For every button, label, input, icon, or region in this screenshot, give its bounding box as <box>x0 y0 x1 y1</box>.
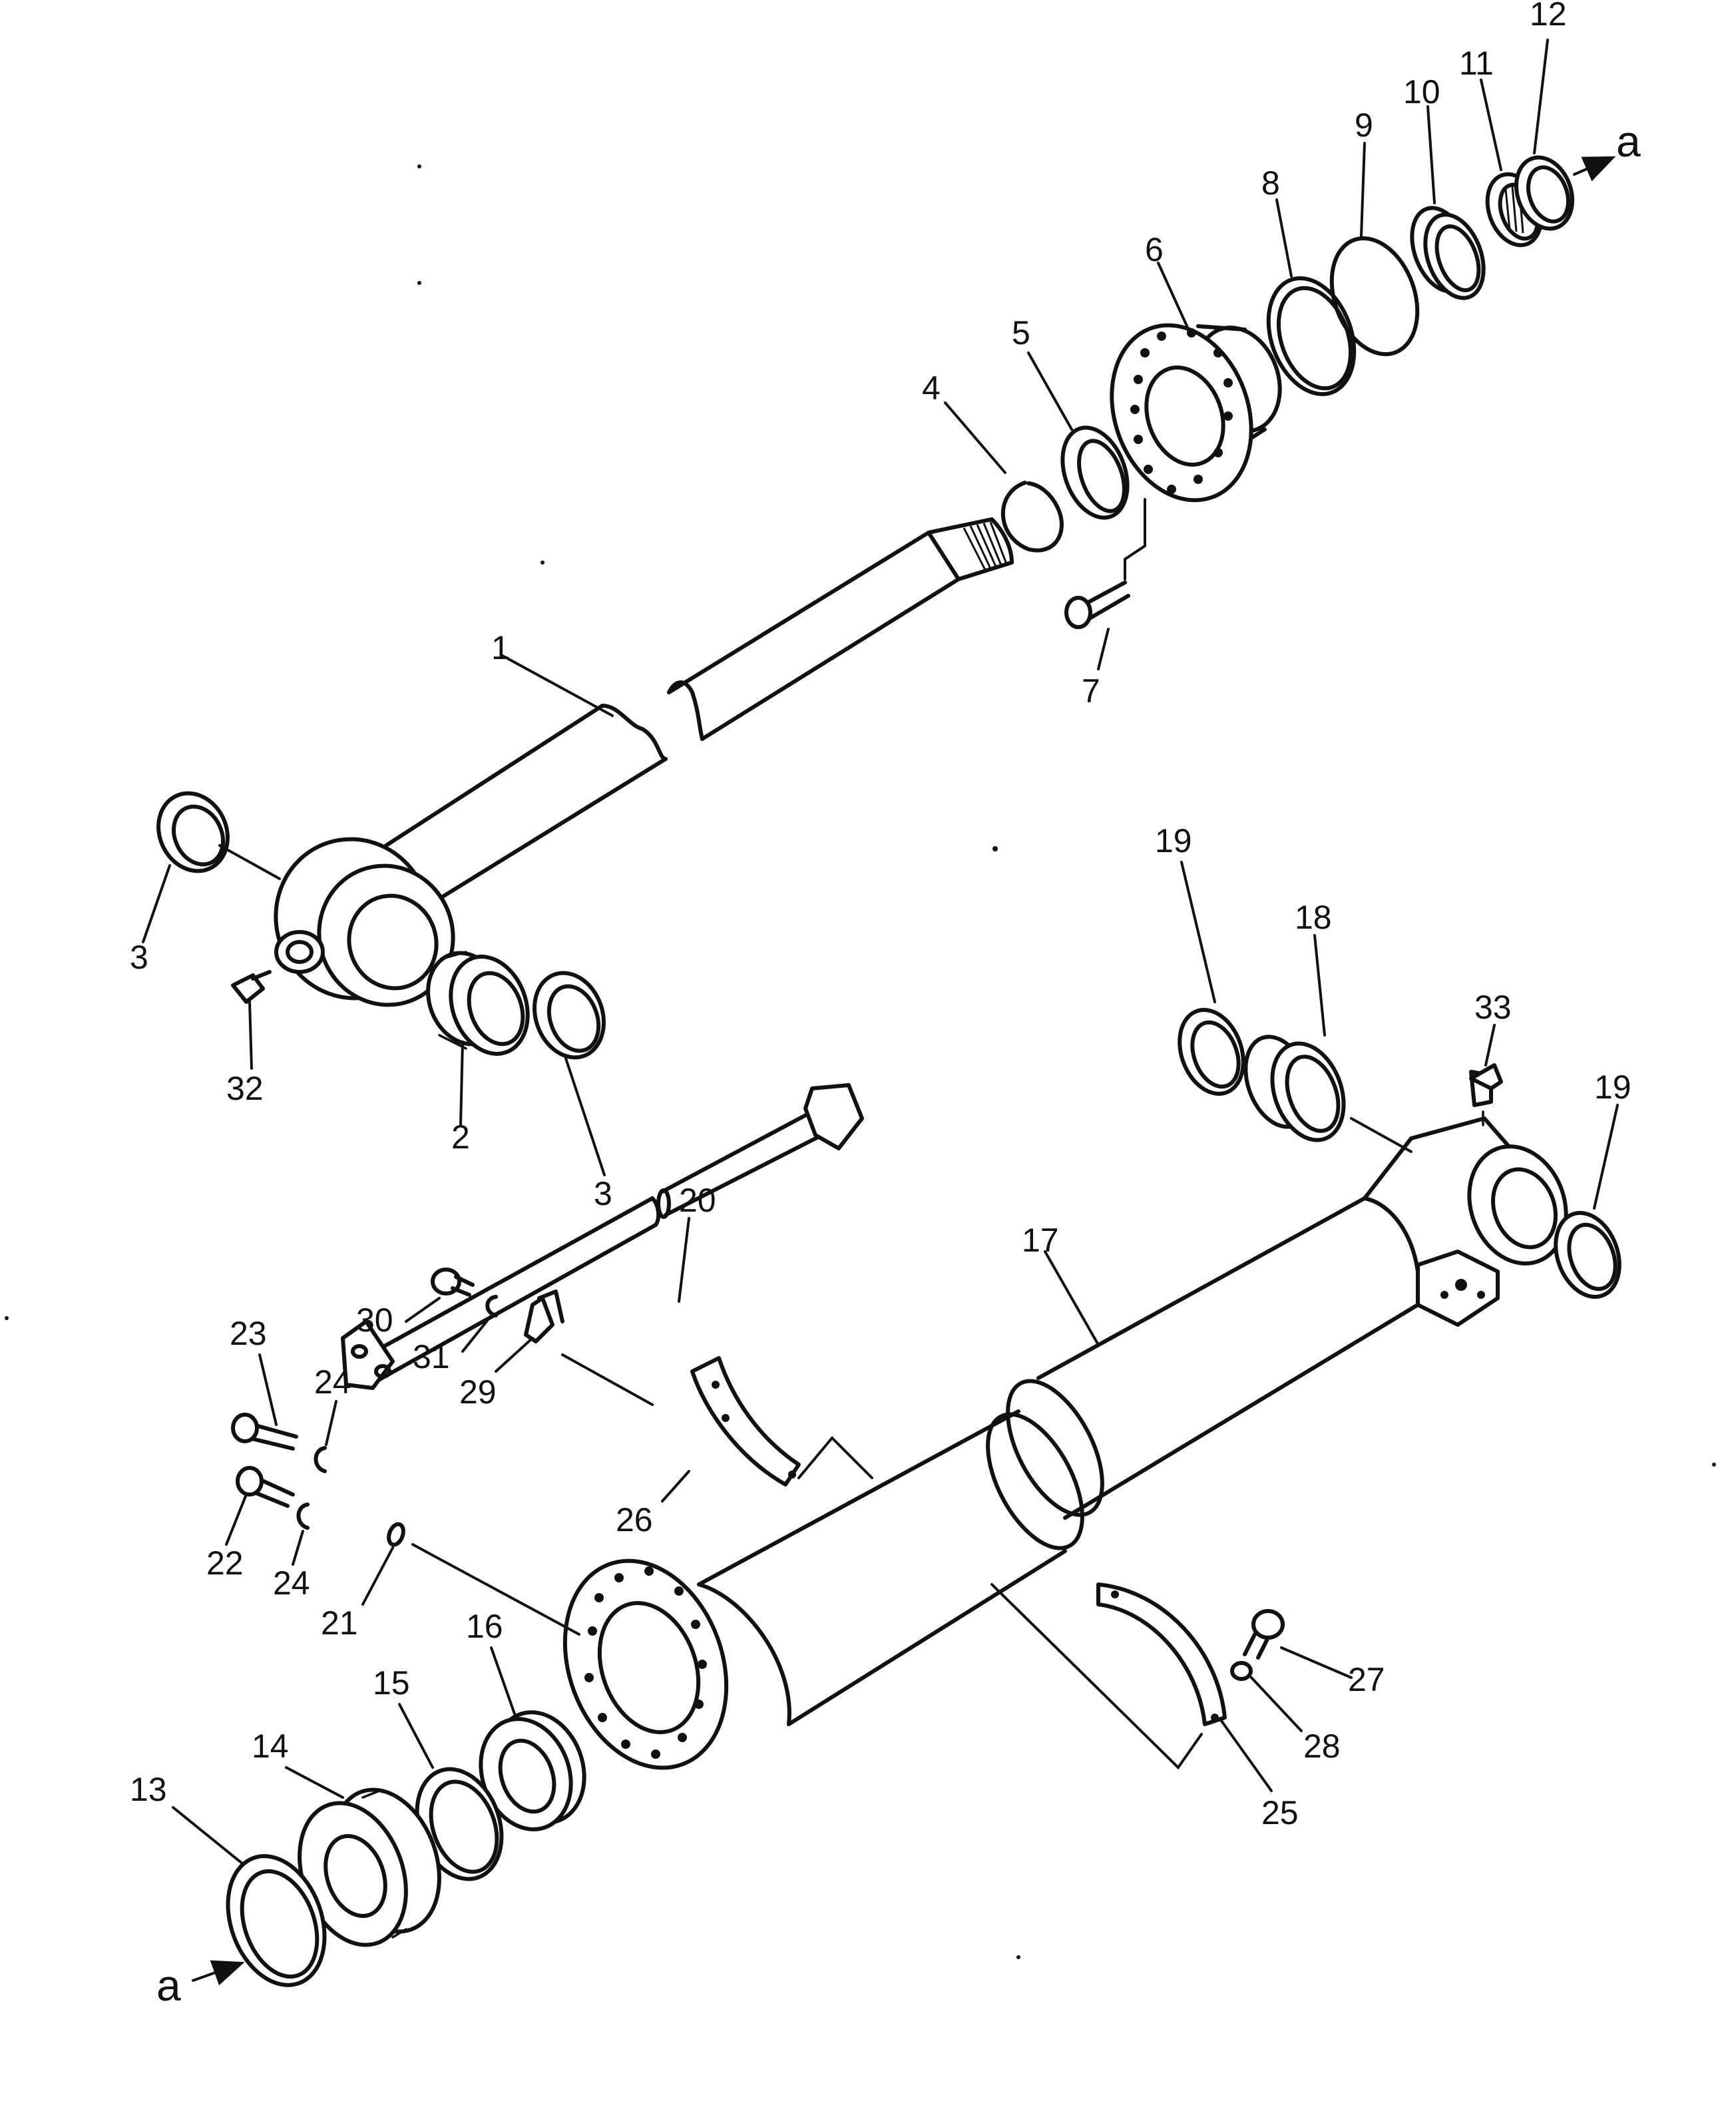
tube-band-lower <box>990 1582 1227 1770</box>
rod-bushing <box>1410 206 1486 300</box>
pipe-clip <box>524 1289 564 1343</box>
label-8: 8 <box>1261 164 1280 202</box>
pipe-bolt-upper <box>231 1413 298 1451</box>
label-12: 12 <box>1530 0 1567 33</box>
dust-wiper <box>1514 155 1575 231</box>
piston-nut <box>479 1710 586 1831</box>
label-23: 23 <box>230 1315 267 1352</box>
clip-bolt <box>431 1268 475 1297</box>
piston-seal <box>226 1854 327 1987</box>
label-33: 33 <box>1474 989 1512 1026</box>
head-bolt <box>1064 581 1130 629</box>
band-bolt <box>1243 1609 1285 1660</box>
label-13: 13 <box>130 1771 167 1808</box>
hydraulic-pipe <box>341 1083 864 1390</box>
label-18: 18 <box>1295 899 1332 936</box>
spring-washer-lower <box>296 1503 310 1530</box>
label-27: 27 <box>1348 1661 1385 1698</box>
connector-label-top: a <box>1616 117 1641 166</box>
label-28: 28 <box>1303 1728 1341 1765</box>
label-1: 1 <box>491 629 510 666</box>
piston-rod <box>274 517 1014 1007</box>
label-3-upper: 3 <box>130 939 148 976</box>
snap-ring <box>1000 481 1064 553</box>
label-17: 17 <box>1022 1222 1059 1259</box>
cylinder-head <box>1110 323 1282 581</box>
label-5: 5 <box>1012 314 1030 352</box>
label-26: 26 <box>616 1501 653 1538</box>
label-10: 10 <box>1403 73 1440 111</box>
grease-fitting-tube <box>1469 1063 1503 1126</box>
clip-washer <box>485 1295 498 1317</box>
label-24-upper: 24 <box>314 1363 351 1401</box>
label-14: 14 <box>252 1728 289 1765</box>
label-9: 9 <box>1355 107 1373 144</box>
dust-seal-right <box>533 971 606 1060</box>
pipe-bolt-lower <box>236 1466 295 1508</box>
o-ring <box>1329 236 1420 357</box>
dust-seal-left <box>156 791 281 880</box>
label-31: 31 <box>413 1338 450 1375</box>
label-22: 22 <box>206 1544 244 1582</box>
label-11: 11 <box>1459 45 1494 82</box>
piston <box>298 1787 441 1947</box>
connector-label-bottom: a <box>156 1961 181 2010</box>
label-19-upper: 19 <box>1155 822 1192 859</box>
label-3-lower: 3 <box>594 1175 612 1212</box>
label-19-lower: 19 <box>1594 1068 1631 1106</box>
leader-lines <box>142 39 1619 1865</box>
clevis-dust-seal-left <box>1178 1008 1245 1096</box>
label-6: 6 <box>1145 231 1164 268</box>
label-4: 4 <box>922 369 941 407</box>
label-20: 20 <box>679 1182 716 1219</box>
grease-fitting-rod <box>231 970 272 1004</box>
connector-arrow-top <box>1573 156 1616 182</box>
clevis-dust-seal-right <box>1554 1211 1622 1299</box>
label-29: 29 <box>459 1373 497 1411</box>
label-24-lower: 24 <box>273 1564 310 1602</box>
wear-ring <box>415 1767 504 1881</box>
connector-arrow-bottom <box>192 1960 245 1986</box>
label-25: 25 <box>1261 1794 1299 1831</box>
label-2: 2 <box>451 1118 470 1156</box>
label-32: 32 <box>226 1070 264 1107</box>
label-21: 21 <box>321 1604 358 1642</box>
tube-band-upper <box>690 1356 873 1487</box>
callout-labels: 1 2 3 3 4 5 6 7 8 9 10 11 12 13 14 15 16… <box>130 0 1641 2010</box>
band-washer <box>1230 1661 1253 1681</box>
clip-leader <box>561 1353 654 1406</box>
label-15: 15 <box>373 1664 410 1702</box>
spring-washer-upper <box>314 1446 327 1473</box>
label-7: 7 <box>1082 672 1100 710</box>
bushing <box>426 951 530 1056</box>
head-bushing <box>1060 425 1130 520</box>
label-16: 16 <box>466 1608 503 1645</box>
pipe-o-ring <box>387 1522 580 1636</box>
clevis-bushing <box>1243 1035 1412 1153</box>
print-specks <box>5 164 1716 1959</box>
label-30: 30 <box>356 1301 393 1339</box>
cylinder-tube <box>562 1116 1568 1770</box>
